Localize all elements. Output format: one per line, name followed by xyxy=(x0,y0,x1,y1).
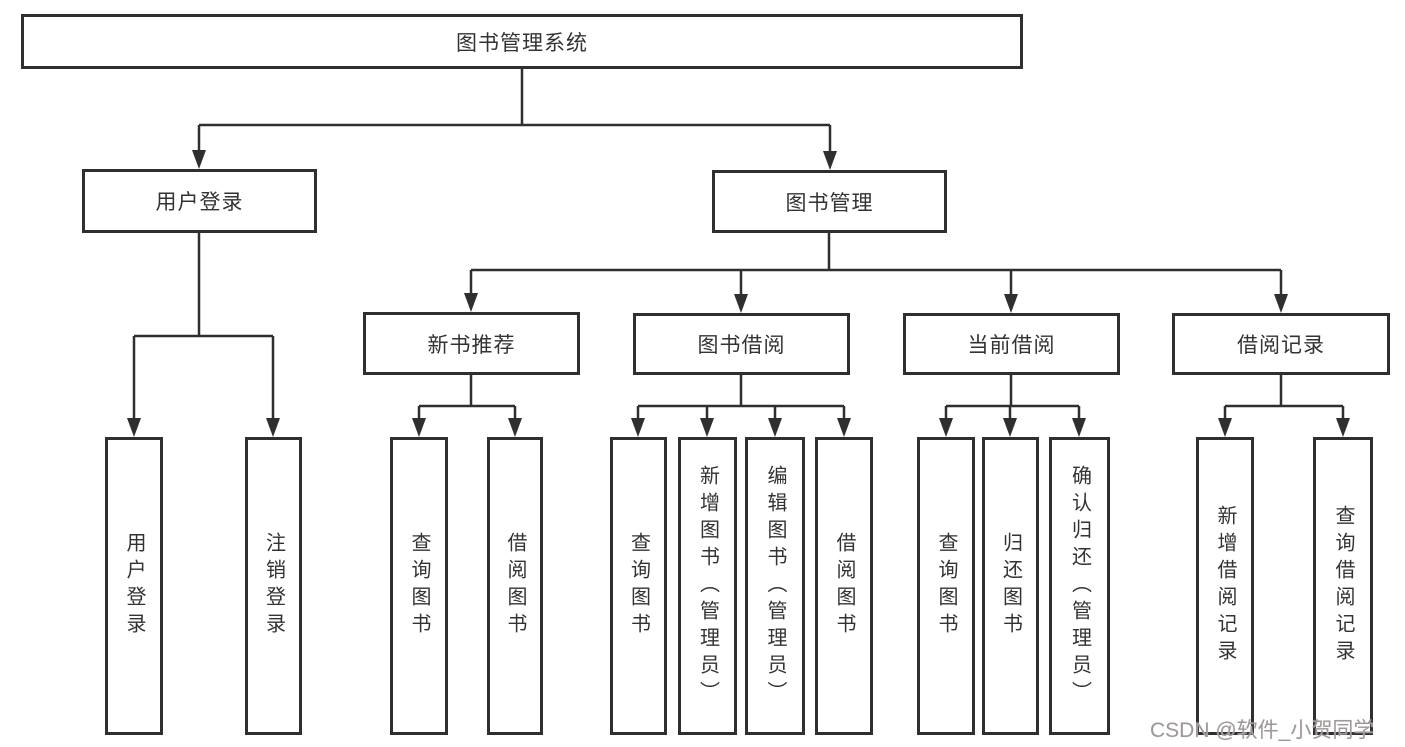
node-user-login-label: 用户登录 xyxy=(155,191,244,214)
node-root-system: 图书管理系统 xyxy=(21,14,1023,69)
leaf-recommend-query-books: 查询图书 xyxy=(390,437,448,735)
leaf-borrow-edit-books-admin: 编辑图书（管理员） xyxy=(745,437,805,735)
leaf-records-query-record: 查询借阅记录 xyxy=(1313,437,1373,735)
node-root-system-label: 图书管理系统 xyxy=(456,31,588,55)
leaf-current-query-books: 查询图书 xyxy=(917,437,975,735)
node-borrow-records: 借阅记录 xyxy=(1172,313,1390,375)
node-book-borrow-label: 图书借阅 xyxy=(697,334,786,357)
arrowheads xyxy=(127,150,1350,437)
node-book-management: 图书管理 xyxy=(712,170,947,233)
node-current-borrow: 当前借阅 xyxy=(903,313,1120,375)
node-new-book-recommend: 新书推荐 xyxy=(363,312,580,375)
node-new-book-recommend-label: 新书推荐 xyxy=(427,333,516,357)
node-current-borrow-label: 当前借阅 xyxy=(967,334,1056,357)
watermark: CSDN @软件_小贺同学 xyxy=(1150,714,1400,744)
node-user-login: 用户登录 xyxy=(82,169,317,233)
leaf-current-return-books: 归还图书 xyxy=(982,437,1039,735)
node-book-borrow: 图书借阅 xyxy=(633,313,850,375)
watermark-text: CSDN @软件_小贺同学 xyxy=(1150,719,1375,742)
leaf-user-login: 用户登录 xyxy=(105,437,163,735)
leaf-logout: 注销登录 xyxy=(245,437,302,735)
leaf-borrow-add-books-admin: 新增图书（管理员） xyxy=(678,437,737,735)
leaf-recommend-borrow-books: 借阅图书 xyxy=(487,437,543,735)
leaf-records-add-record: 新增借阅记录 xyxy=(1196,437,1254,735)
leaf-borrow-query-books: 查询图书 xyxy=(610,437,667,735)
node-book-management-label: 图书管理 xyxy=(785,191,874,215)
node-borrow-records-label: 借阅记录 xyxy=(1237,334,1325,357)
leaf-current-confirm-return-admin: 确认归还（管理员） xyxy=(1049,437,1110,735)
leaf-borrow-borrow-books: 借阅图书 xyxy=(815,437,873,735)
